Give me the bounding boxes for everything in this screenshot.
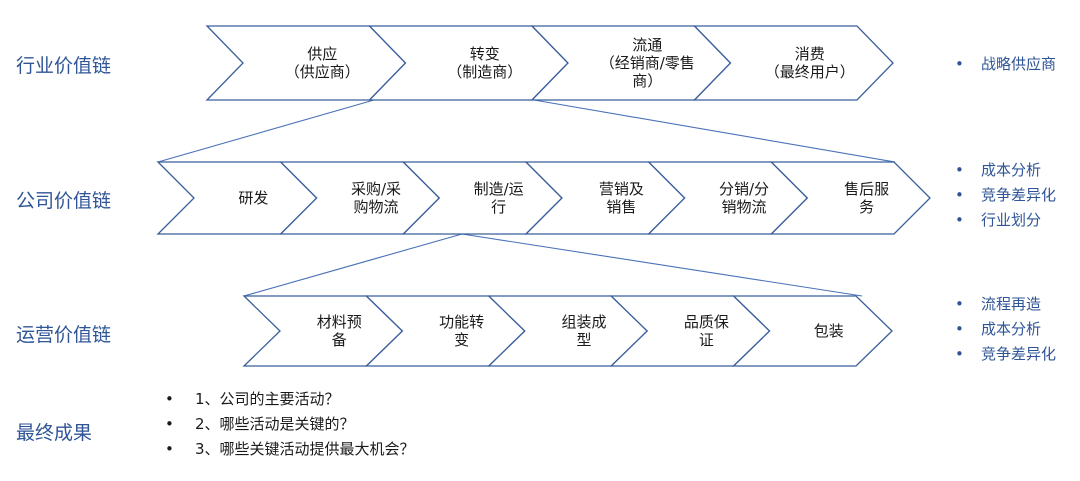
- question-item: 2、哪些活动是关键的？: [165, 412, 415, 437]
- connector-company-left: [243, 233, 463, 297]
- company-value-chain-title: 公司价值链: [16, 190, 112, 212]
- bullet-item: 成本分析: [955, 158, 1056, 183]
- bullet-item: 行业划分: [955, 208, 1056, 233]
- step-label-line: （制造商）: [447, 63, 523, 81]
- step-label-line: 证: [698, 331, 714, 349]
- bullet-item: 战略供应商: [955, 52, 1056, 77]
- industry-bullet-list: 战略供应商: [955, 52, 1056, 77]
- company-bullet-list: 成本分析竞争差异化行业划分: [955, 158, 1056, 233]
- operation-bullet-list: 流程再造成本分析竞争差异化: [955, 292, 1056, 367]
- industry-chevron-group: [205, 25, 894, 101]
- bullet-item: 流程再造: [955, 292, 1056, 317]
- industry-value-chain-title: 行业价值链: [16, 55, 112, 77]
- question-item: 1、公司的主要活动？: [165, 387, 415, 412]
- step-label-line: 行: [491, 198, 507, 216]
- step-label-line: 商）: [632, 72, 663, 90]
- step-label-line: 务: [859, 198, 875, 216]
- step-label-packaging: 包装: [770, 296, 888, 366]
- bullet-item: 成本分析: [955, 317, 1056, 342]
- step-label-line: （最终用户）: [764, 63, 855, 81]
- step-label-line: 售后服: [844, 180, 890, 198]
- final-question-list: 1、公司的主要活动？2、哪些活动是关键的？3、哪些关键活动提供最大机会？: [165, 387, 415, 462]
- operation-chevron-group: [242, 295, 893, 367]
- connector-industry-left: [157, 99, 375, 163]
- step-label-line: 销物流: [721, 198, 767, 216]
- step-label-manufacturing: 制造/运行: [439, 162, 558, 234]
- step-label-marketing-sales: 营销及销售: [562, 162, 681, 234]
- step-label-line: 分销/分: [718, 180, 770, 198]
- step-label-line: 供应: [307, 45, 338, 63]
- step-label-line: 功能转: [439, 313, 485, 331]
- connector-industry-right: [533, 99, 896, 163]
- bullet-item: 竞争差异化: [955, 183, 1056, 208]
- question-item: 3、哪些关键活动提供最大机会？: [165, 437, 415, 462]
- step-label-line: 材料预: [316, 313, 362, 331]
- step-label-distribution-logistics: 分销/分销物流: [685, 162, 804, 234]
- step-label-line: 购物流: [353, 198, 399, 216]
- step-label-line: 制造/运: [473, 180, 524, 198]
- step-label-distribution: 流通（经销商/零售商）: [568, 26, 727, 100]
- company-chevron-group: [156, 161, 931, 235]
- step-label-function-transform: 功能转变: [402, 296, 520, 366]
- step-label-line: 采购/采: [350, 180, 402, 198]
- step-label-transform: 转变（制造商）: [406, 26, 565, 100]
- zoom-connectors: [157, 99, 896, 297]
- step-label-rnd: 研发: [194, 162, 313, 234]
- step-label-line: 营销及: [598, 180, 644, 198]
- connector-company-right: [461, 233, 863, 297]
- step-label-supply: 供应（供应商）: [243, 26, 402, 100]
- step-label-line: 消费: [794, 45, 825, 63]
- step-label-quality-assurance: 品质保证: [647, 296, 765, 366]
- step-label-line: 流通: [632, 36, 663, 54]
- step-label-line: 转变: [469, 45, 500, 63]
- step-label-line: （经销商/零售: [599, 54, 695, 72]
- step-label-after-sales: 售后服务: [807, 162, 926, 234]
- chevron-packaging: [731, 295, 893, 367]
- step-label-line: （供应商）: [284, 63, 360, 81]
- step-label-line: 销售: [606, 198, 637, 216]
- step-label-material-prep: 材料预备: [280, 296, 398, 366]
- step-label-assembly: 组装成型: [525, 296, 643, 366]
- step-label-line: 备: [331, 331, 347, 349]
- step-label-line: 组装成: [561, 313, 607, 331]
- step-label-line: 品质保: [683, 313, 729, 331]
- step-label-line: 包装: [813, 322, 844, 340]
- operation-value-chain-title: 运营价值链: [16, 324, 112, 346]
- bullet-item: 竞争差异化: [955, 342, 1056, 367]
- step-label-line: 型: [576, 331, 592, 349]
- chevron-consumption: [692, 25, 894, 101]
- final-result-title: 最终成果: [16, 422, 93, 444]
- step-label-procurement: 采购/采购物流: [317, 162, 436, 234]
- chevron-after-sales: [769, 161, 931, 235]
- step-label-line: 研发: [238, 189, 269, 207]
- step-label-consumption: 消费（最终用户）: [731, 26, 890, 100]
- step-label-line: 变: [454, 331, 470, 349]
